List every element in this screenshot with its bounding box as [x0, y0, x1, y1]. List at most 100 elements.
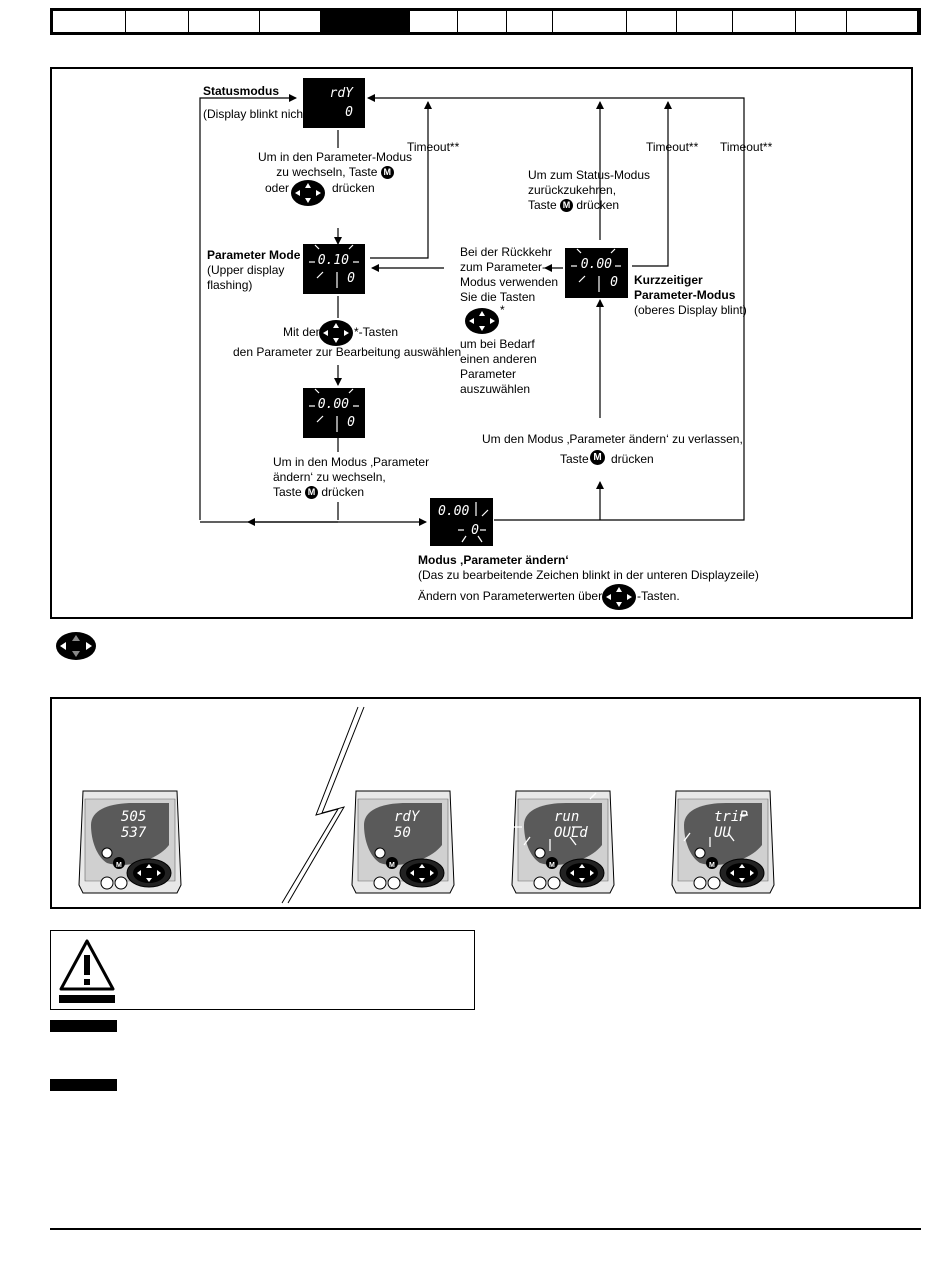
line: Sie die Tasten — [460, 290, 536, 304]
return-param-star: * — [500, 303, 505, 317]
keypad-body: M — [671, 790, 775, 894]
leave-edit-line1: Um den Modus ‚Parameter ändern‘ zu verla… — [482, 432, 743, 446]
line-text: Taste — [528, 198, 557, 212]
keypad-bottom-text: 50 — [394, 825, 411, 841]
nav-tab[interactable] — [553, 11, 627, 32]
line: Taste M drücken — [528, 198, 658, 213]
m-key-icon: M — [380, 166, 394, 180]
to-param-or: oder — [265, 181, 290, 195]
nav-tab[interactable] — [847, 11, 918, 32]
return-param-text-2: um bei Bedarf einen anderen Parameter au… — [460, 337, 537, 397]
edit-mode-line3a: Ändern von Parameterwerten über — [418, 589, 603, 603]
flash-rays — [458, 502, 489, 543]
arrows-glyph — [469, 311, 495, 331]
temp-mode-note: (oberes Display blint) — [634, 303, 747, 317]
display-bottom-text: 0 — [347, 415, 355, 430]
line: Um in den Modus ‚Parameter — [273, 455, 430, 469]
nav-keys-icon — [319, 320, 353, 346]
display-top-text: 0.00 — [580, 257, 612, 272]
temp-mode-title2: Parameter-Modus — [634, 288, 736, 302]
m-key-icon: M — [560, 199, 574, 213]
line: Um in den Parameter-Modus — [257, 150, 413, 164]
chapter-navbar — [50, 8, 921, 35]
nav-keys-icon — [465, 308, 499, 334]
display-top-text: 0.10 — [317, 253, 349, 268]
nav-tab[interactable] — [458, 11, 508, 32]
svg-text:M: M — [116, 862, 122, 869]
line: Parameter — [460, 367, 517, 381]
to-param-mode-text: Um in den Parameter-Modus zu wechseln, T… — [255, 150, 415, 180]
keypad-top-text: run — [554, 809, 580, 825]
nav-tab[interactable] — [677, 11, 734, 32]
keypad-bottom-text: OULd — [554, 825, 588, 841]
flash-rays — [309, 388, 359, 432]
nav-tab[interactable] — [507, 11, 554, 32]
keypad-top-text: rdY — [394, 809, 420, 825]
keypad-top-text: triP — [714, 809, 748, 825]
param-mode-title: Parameter Mode — [207, 248, 301, 262]
keypad-body: M — [351, 790, 455, 894]
display-bottom-text: 0 — [610, 275, 618, 290]
arrows-glyph — [606, 587, 632, 607]
svg-text:M: M — [389, 862, 395, 869]
mode-flow-lines — [199, 94, 745, 526]
line: ändern‘ zu wechseln, — [273, 470, 386, 484]
leave-edit-press: drücken — [611, 452, 654, 466]
temporary-mode-display: 0.00 0 — [565, 248, 628, 298]
edit-mode-line3b: -Tasten. — [637, 589, 680, 603]
status-mode-display: rdY 0 — [303, 78, 365, 128]
line-text: drücken — [321, 485, 365, 499]
nav-keys-icon — [56, 632, 96, 660]
nav-keys-icon — [291, 180, 325, 206]
nav-tab[interactable] — [53, 11, 126, 32]
arrows-glyph — [60, 635, 92, 657]
keypad-body: M — [78, 790, 182, 894]
line: Taste M drücken — [273, 485, 429, 500]
keypad-bottom-text: 537 — [121, 825, 147, 841]
timeout-label-2: Timeout** — [646, 140, 699, 154]
status-mode-title: Statusmodus — [203, 84, 280, 98]
note-label-bar-2 — [50, 1079, 117, 1091]
note-label-bar-1 — [50, 1020, 117, 1032]
display-top-text: 0.00 — [438, 504, 470, 519]
m-key-icon: M — [590, 450, 605, 465]
warning-icon — [59, 939, 115, 1003]
display-bottom-text: 0 — [347, 271, 355, 286]
m-key-icon: M — [305, 486, 319, 500]
param-mode-line1: (Upper display — [207, 263, 285, 277]
line: Bei der Rückkehr — [460, 245, 553, 259]
select-param-line1b: *-Tasten — [354, 325, 399, 339]
nav-tab[interactable] — [189, 11, 260, 32]
line: zum Parameter- — [460, 260, 547, 274]
line: einen anderen — [460, 352, 537, 366]
to-param-press: drücken — [332, 181, 375, 195]
edit-mode-title: Modus ‚Parameter ändern‘ — [418, 553, 569, 567]
flash-rays — [571, 248, 621, 292]
nav-tab[interactable] — [321, 11, 410, 32]
nav-tab[interactable] — [627, 11, 678, 32]
nav-tab[interactable] — [410, 11, 458, 32]
timeout-label-3: Timeout** — [720, 140, 773, 154]
arrows-glyph — [323, 323, 349, 343]
keypad-body: M — [511, 790, 615, 894]
nav-tab[interactable] — [126, 11, 190, 32]
line-text: drücken — [576, 198, 620, 212]
temp-mode-title1: Kurzzeitiger — [634, 273, 703, 287]
to-edit-mode-text: Um in den Modus ‚Parameter ändern‘ zu we… — [273, 455, 429, 500]
nav-tab[interactable] — [260, 11, 322, 32]
line: um bei Bedarf — [460, 337, 535, 351]
select-param-line2: den Parameter zur Bearbeitung auswählen — [233, 345, 462, 359]
parameter-mode-display: 0.10 0 — [303, 244, 365, 294]
line: auszuwählen — [460, 382, 531, 396]
line: Modus verwenden — [460, 275, 559, 289]
status-mode-note: (Display blinkt nicht) — [203, 107, 311, 121]
svg-text:M: M — [549, 862, 555, 869]
nav-tab[interactable] — [733, 11, 796, 32]
display-bottom-text: 0 — [345, 105, 353, 120]
nav-tab[interactable] — [796, 11, 848, 32]
edit-mode-display: 0.00 0 — [430, 498, 493, 546]
